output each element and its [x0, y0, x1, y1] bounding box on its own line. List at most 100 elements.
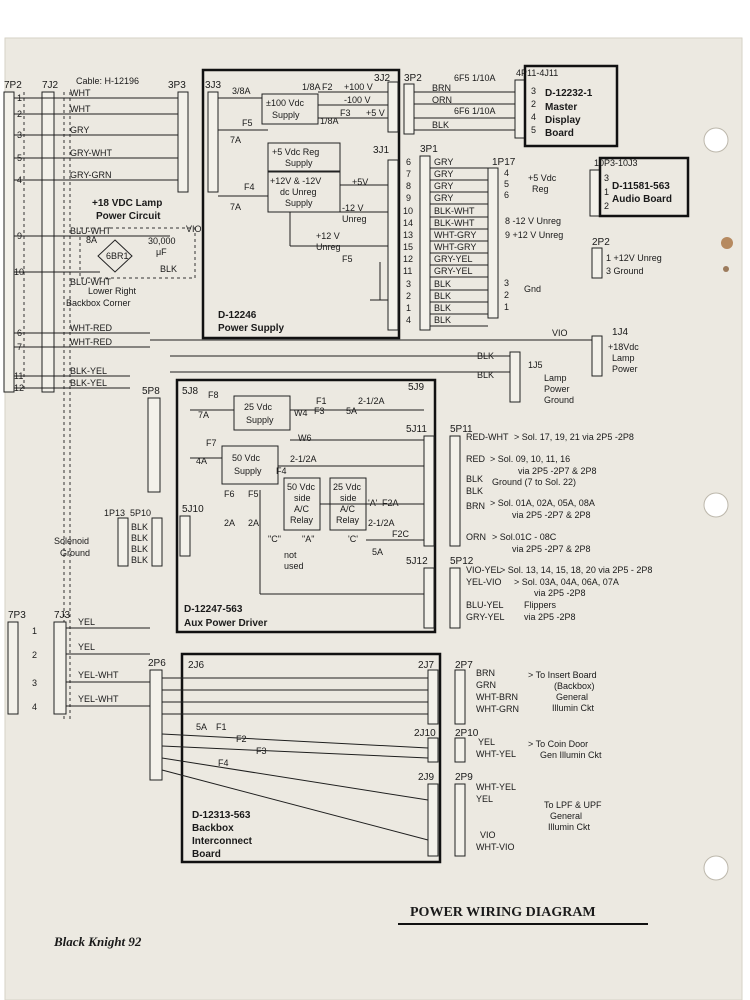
wire-color: BLU-WHT [70, 277, 111, 287]
svg-text:GRY-YEL: GRY-YEL [466, 612, 505, 622]
aux-50v-block [221, 445, 279, 485]
solenoid-ground-wires: BLK BLK BLK BLK [131, 522, 148, 565]
ps-fuse-f5-value: 7A [230, 135, 241, 145]
svg-text:BLK: BLK [434, 279, 451, 289]
svg-text:RED: RED [466, 454, 486, 464]
solenoid-ground-line1: Solenoid [54, 536, 89, 546]
master-display-line4: Board [545, 128, 574, 139]
svg-text:4: 4 [17, 175, 22, 185]
connector-3j2 [387, 81, 399, 133]
svg-text:1: 1 [17, 93, 22, 103]
svg-text:used: used [284, 561, 304, 571]
connector-1p17-label: 1P17 [492, 157, 516, 168]
relay-25v-line2: side [340, 493, 357, 503]
connector-2j7-label: 2J7 [418, 660, 435, 671]
connector-5p10 [151, 517, 163, 567]
svg-text:3: 3 [17, 130, 22, 140]
connector-7p2-label: 7P2 [4, 80, 22, 91]
connector-4p11 [514, 79, 526, 139]
connector-7j3 [53, 621, 67, 715]
svg-text:GRY: GRY [434, 181, 453, 191]
ps-voltage-plus100: +100 V [344, 82, 373, 92]
svg-text:YEL-WHT: YEL-WHT [78, 670, 119, 680]
ps-3p2-wires [414, 91, 515, 131]
binder-hole [703, 127, 729, 153]
2p9-wire-vio: VIO [480, 830, 496, 840]
supply-100v-line1: ±100 Vdc [266, 98, 304, 108]
svg-text:GRY-YEL: GRY-YEL [434, 254, 473, 264]
2p10-wire-yel: YEL [478, 737, 495, 747]
wire-color: GRY-WHT [70, 148, 113, 158]
relay-25v-line1: 25 Vdc [333, 482, 362, 492]
aux-fuse-labels: F8 7A F7 4A F1 2-1/2A F3 5A W4 W6 F4 2-1… [196, 390, 410, 571]
connector-3j1 [387, 159, 399, 331]
2p9-wire-yel: YEL [476, 794, 493, 804]
supply-12v-block [267, 171, 341, 213]
connector-1j4 [591, 335, 603, 377]
connector-5j10 [179, 515, 191, 557]
lamp-circuit-subtitle: Power Circuit [96, 211, 161, 222]
svg-text:WHT-GRY: WHT-GRY [434, 242, 476, 252]
svg-text:Flippers: Flippers [524, 600, 557, 610]
connector-2p6 [149, 669, 163, 781]
supply-12v-line3: Supply [285, 198, 313, 208]
svg-text:via 2P5 -2P7 & 2P8: via 2P5 -2P7 & 2P8 [512, 510, 591, 520]
svg-text:W6: W6 [298, 433, 312, 443]
svg-text:F1: F1 [316, 396, 327, 406]
relay-25v-line4: Relay [336, 515, 360, 525]
svg-text:7: 7 [406, 169, 411, 179]
connector-5j12 [423, 567, 435, 629]
2p9-wire-whtvio: WHT-VIO [476, 842, 515, 852]
svg-text:> Sol. 03A, 04A, 06A, 07A: > Sol. 03A, 04A, 06A, 07A [514, 577, 619, 587]
connector-2j10 [427, 737, 439, 763]
power-supply-board [201, 68, 401, 340]
interconnect-part-number: D-12313-563 [192, 810, 251, 821]
ps-fuse-f2: F2 [322, 82, 333, 92]
connector-3p1 [419, 155, 431, 331]
svg-text:GRY: GRY [434, 169, 453, 179]
rust-stain [721, 237, 733, 249]
connector-2p10-label: 2P10 [455, 728, 479, 739]
svg-text:BLK: BLK [434, 303, 451, 313]
ps-voltage-minus12-unreg: Unreg [342, 214, 367, 224]
svg-text:via 2P5 -2P8: via 2P5 -2P8 [534, 588, 586, 598]
audio-board-pins: 3 1 2 [604, 173, 609, 211]
lamp-circuit-title: +18 VDC Lamp [92, 198, 162, 209]
supply-100v-line2: Supply [272, 110, 300, 120]
wire-color: GRY [70, 125, 89, 135]
svg-text:'A': 'A' [368, 498, 378, 508]
ps-3p1-wire-colors: GRY GRY GRY GRY BLK-WHT BLK-WHT WHT-GRY … [434, 157, 476, 325]
connector-5j12-label: 5J12 [406, 556, 428, 567]
7j3-wire-colors: YEL YEL YEL-WHT YEL-WHT [78, 617, 119, 704]
lamp-fuse-label: 8A [86, 235, 97, 245]
relay-50v-line4: Relay [290, 515, 314, 525]
svg-text:3: 3 [504, 278, 509, 288]
svg-text:10: 10 [14, 267, 24, 277]
svg-text:8: 8 [406, 181, 411, 191]
supply-12v-line1: +12V & -12V [270, 176, 321, 186]
ps-fuse-3-8a: 3/8A [232, 86, 251, 96]
wire-color: BLK-YEL [70, 366, 107, 376]
connector-7j2-label: 7J2 [42, 80, 59, 91]
connector-5j8-label: 5J8 [182, 386, 199, 397]
1j4-line1: +18Vdc [608, 342, 639, 352]
2p7-note-line3: General [556, 692, 588, 702]
svg-text:W4: W4 [294, 408, 308, 418]
svg-text:15: 15 [403, 242, 413, 252]
p17-gnd: Gnd [524, 284, 541, 294]
connector-2p2 [591, 247, 603, 279]
interconnect-line2: Backbox [192, 823, 234, 834]
p17-pin-numbers: 4 5 6 3 2 1 [504, 168, 509, 312]
connector-1j5-label: 1J5 [528, 360, 543, 370]
svg-text:7A: 7A [198, 410, 209, 420]
svg-text:YEL-WHT: YEL-WHT [78, 694, 119, 704]
svg-text:> Sol. 01A, 02A, 05A, 08A: > Sol. 01A, 02A, 05A, 08A [490, 498, 595, 508]
2p7-wire-colors: BRN GRN WHT-BRN WHT-GRN [476, 668, 519, 714]
svg-text:"C": "C" [268, 534, 281, 544]
connector-5p12-label: 5P12 [450, 556, 474, 567]
interconnect-fuse-labels: F1 F2 F3 F4 5A [196, 722, 267, 768]
connector-7j2 [41, 91, 55, 393]
ps-fuse-f3-value: 1/8A [320, 116, 339, 126]
1j5-blk2: BLK [477, 370, 494, 380]
ps-fuse-6f6: 6F6 1/10A [454, 106, 496, 116]
